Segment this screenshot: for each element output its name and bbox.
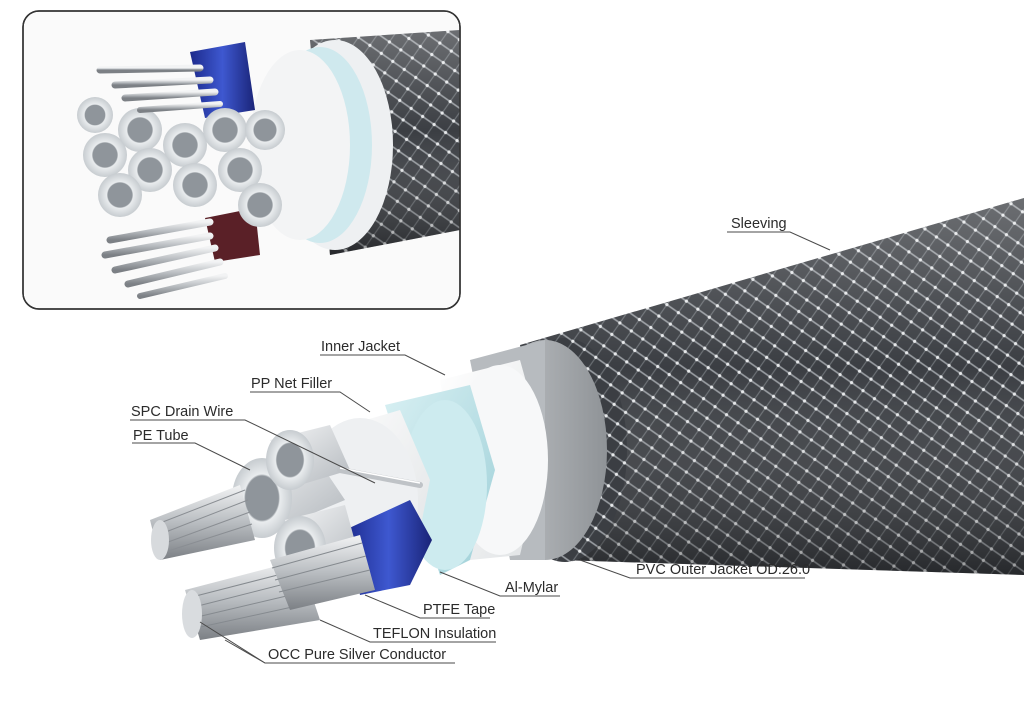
leader-pp-net-filler <box>250 391 371 413</box>
label-al-mylar: Al-Mylar <box>505 580 558 596</box>
leader-occ-conductor-2 <box>224 639 266 664</box>
leader-sleeving <box>727 231 831 251</box>
label-teflon-insulation: TEFLON Insulation <box>373 626 496 642</box>
inset-silver-strands-bottom <box>101 218 228 299</box>
leader-inner-jacket <box>320 354 446 376</box>
component-labels: Sleeving Inner Jacket PP Net Filler SPC … <box>131 216 810 663</box>
label-pp-net-filler: PP Net Filler <box>251 376 332 392</box>
detail-inset <box>22 10 461 310</box>
label-pvc-outer-jacket: PVC Outer Jacket OD:26.0 <box>636 562 810 578</box>
upper-silver-conductor <box>150 485 255 560</box>
leader-pvc-outer-jacket <box>579 559 805 579</box>
label-occ-conductor: OCC Pure Silver Conductor <box>268 647 446 663</box>
label-sleeving: Sleeving <box>731 216 787 232</box>
leader-spc-drain-wire <box>130 419 376 484</box>
label-inner-jacket: Inner Jacket <box>321 339 400 355</box>
inset-silver-strands-top <box>96 51 223 113</box>
leader-al-mylar <box>439 571 560 597</box>
label-pe-tube: PE Tube <box>133 428 189 444</box>
leader-ptfe-tape <box>364 594 490 619</box>
leader-teflon-insulation <box>319 619 496 643</box>
leader-lines <box>130 231 831 664</box>
leader-pe-tube <box>132 442 251 471</box>
label-ptfe-tape: PTFE Tape <box>423 602 495 618</box>
label-spc-drain-wire: SPC Drain Wire <box>131 404 233 420</box>
main-cable <box>150 198 1024 640</box>
inset-pe-tubes <box>77 97 285 227</box>
lower-silver-conductors <box>182 535 375 640</box>
